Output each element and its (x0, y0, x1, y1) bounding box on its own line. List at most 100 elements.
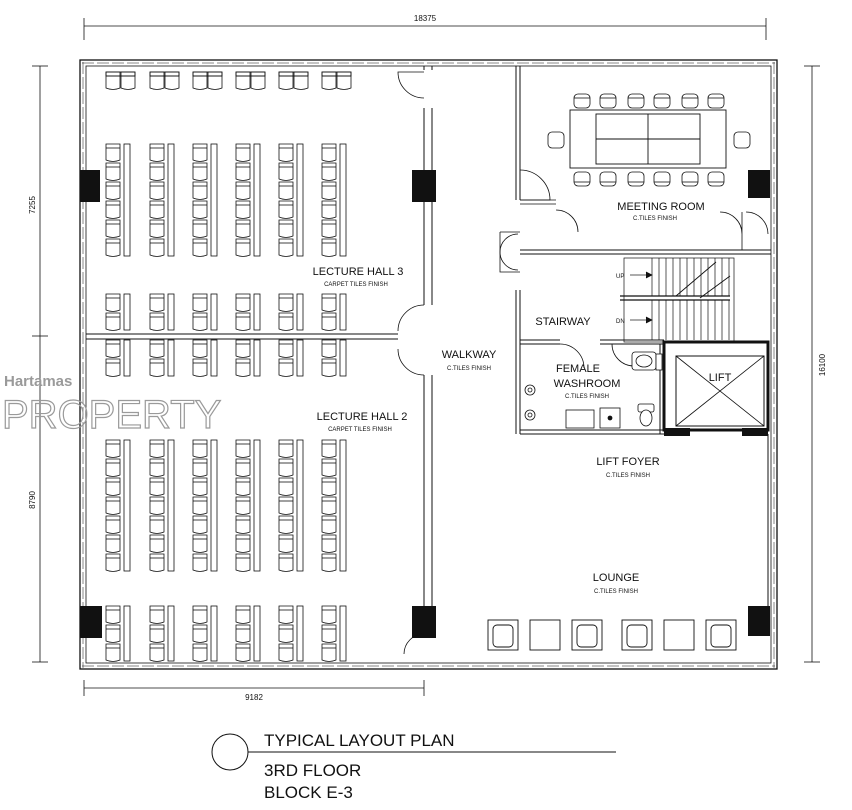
lecture-chair (149, 605, 165, 624)
lecture-chair (149, 339, 165, 358)
lecture-chair (192, 534, 208, 553)
lecture-chair (105, 439, 121, 458)
row-bar (321, 71, 352, 77)
lecture-chair (278, 358, 294, 377)
lecture-chair (105, 219, 121, 238)
row-bar (105, 71, 136, 77)
lecture-chair (321, 339, 337, 358)
lecture-chair (105, 71, 121, 90)
meeting-chair (573, 93, 591, 109)
lecture-chair (105, 515, 121, 534)
lecture-chair (278, 339, 294, 358)
female-washroom-label-1: FEMALE (556, 363, 600, 375)
lecture-chair (149, 553, 165, 572)
row-bar (149, 71, 180, 77)
lecture-chair (149, 219, 165, 238)
stairway-label: STAIRWAY (535, 316, 591, 328)
lecture-chair (321, 71, 337, 90)
lecture-chair (149, 312, 165, 331)
female-washroom-label-2: WASHROOM (554, 378, 621, 390)
desk-strip (123, 439, 131, 572)
lecture-chair (192, 71, 208, 90)
lounge-table (663, 619, 695, 651)
lecture-chair (149, 439, 165, 458)
title-symbol (211, 733, 249, 771)
lecture-chair (235, 553, 251, 572)
meeting-chair (599, 171, 617, 187)
dimension-top: 18375 (414, 14, 437, 23)
meeting-chair (627, 93, 645, 109)
lecture-chair (235, 312, 251, 331)
desk-strip (123, 605, 131, 662)
desk-strip (167, 605, 175, 662)
lecture-chair (278, 162, 294, 181)
lecture-chair (235, 496, 251, 515)
lecture-chair (192, 293, 208, 312)
lift-foyer-finish: C.TILES FINISH (606, 473, 650, 479)
lecture-chair (321, 605, 337, 624)
lecture-chair (250, 71, 266, 90)
lecture-chair (321, 553, 337, 572)
lecture-chair (149, 143, 165, 162)
lecture-chair (278, 238, 294, 257)
lecture-chair (235, 643, 251, 662)
lecture-chair (105, 143, 121, 162)
meeting-room-label: MEETING ROOM (617, 201, 704, 213)
meeting-chair (681, 93, 699, 109)
desk-strip (253, 293, 261, 331)
desk-strip (339, 605, 347, 662)
lecture-chair (235, 605, 251, 624)
lift-label: LIFT (709, 372, 732, 384)
lecture-chair (149, 458, 165, 477)
lecture-chair (192, 643, 208, 662)
lecture-chair (192, 477, 208, 496)
lecture-chair (235, 293, 251, 312)
lecture-chair (105, 553, 121, 572)
watermark-property: PROPERTY (2, 393, 221, 437)
lecture-chair (149, 181, 165, 200)
stair-down-label: DN (616, 319, 625, 325)
desk-strip (253, 605, 261, 662)
desk-strip (167, 439, 175, 572)
desk-strip (253, 439, 261, 572)
desk-strip (296, 605, 304, 662)
lounge-seating (487, 619, 737, 651)
watermark: Hartamas PROPERTY (1, 373, 222, 438)
lecture-hall-3-label: LECTURE HALL 3 (313, 266, 404, 278)
lecture-chair (105, 358, 121, 377)
lecture-chair (321, 200, 337, 219)
desk-strip (296, 143, 304, 257)
lecture-chair (192, 200, 208, 219)
lecture-chair (235, 515, 251, 534)
stairway-steps (620, 257, 735, 343)
lounge-table (529, 619, 561, 651)
stair-up-label: UP (616, 274, 624, 280)
door-swings (397, 71, 769, 655)
meeting-chair (733, 131, 751, 149)
lecture-chair (149, 643, 165, 662)
row-bar (192, 71, 223, 77)
block-label: BLOCK E-3 (264, 783, 353, 802)
lecture-chair (149, 358, 165, 377)
lecture-chair (278, 219, 294, 238)
lecture-chair (192, 515, 208, 534)
drawing-title: TYPICAL LAYOUT PLAN (264, 731, 455, 750)
lecture-chair (321, 624, 337, 643)
lecture-chair (278, 553, 294, 572)
lecture-chair (149, 200, 165, 219)
lecture-chair (120, 71, 136, 90)
desk-strip (210, 143, 218, 257)
room-labels: LECTURE HALL 3 CARPET TILES FINISH LECTU… (313, 201, 732, 595)
desk-strip (339, 439, 347, 572)
lecture-chair (321, 643, 337, 662)
floor-label: 3RD FLOOR (264, 761, 361, 780)
lecture-chair (235, 477, 251, 496)
lecture-chair (105, 624, 121, 643)
meeting-chair (573, 171, 591, 187)
lecture-chair (235, 339, 251, 358)
desk-strip (123, 293, 131, 331)
lecture-chair (192, 219, 208, 238)
lounge-finish: C.TILES FINISH (594, 589, 638, 595)
lounge-label: LOUNGE (593, 572, 639, 584)
